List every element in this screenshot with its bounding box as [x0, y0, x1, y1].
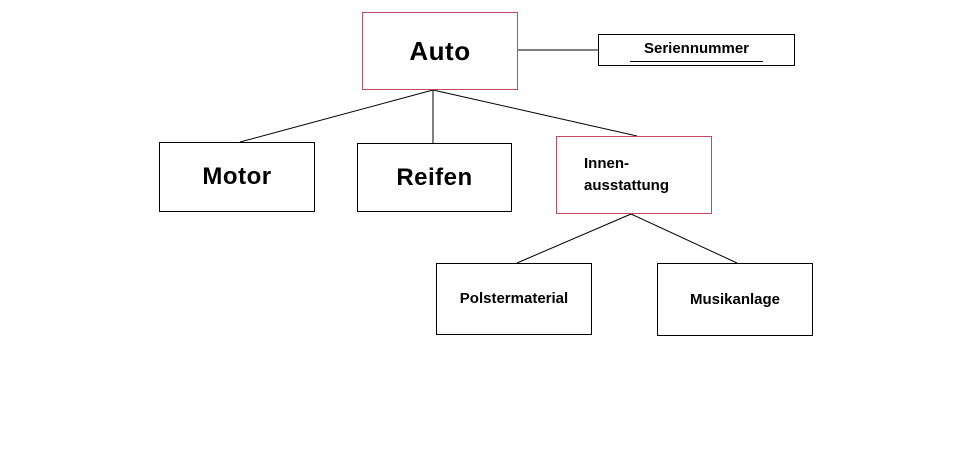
node-polstermaterial: Polstermaterial [436, 263, 592, 335]
node-reifen: Reifen [357, 143, 512, 212]
connector-innenausstattung-polstermaterial [516, 213, 632, 264]
node-seriennummer-label: Seriennummer [629, 38, 764, 62]
node-musikanlage-label: Musikanlage [689, 290, 781, 308]
connector-auto-innenausstattung [432, 89, 638, 137]
node-seriennummer: Seriennummer [598, 34, 795, 66]
node-motor-label: Motor [202, 163, 272, 190]
node-auto-label: Auto [409, 35, 471, 66]
node-auto: Auto [362, 12, 518, 90]
node-reifen-label: Reifen [396, 163, 473, 191]
connector-auto-motor [239, 89, 434, 143]
node-motor: Motor [159, 142, 315, 212]
node-innenausstattung: Innen- ausstattung [556, 136, 712, 214]
node-innenausstattung-label: Innen- ausstattung [584, 155, 670, 194]
node-musikanlage: Musikanlage [657, 263, 813, 336]
node-polstermaterial-label: Polstermaterial [459, 290, 569, 307]
connector-innenausstattung-musikanlage [630, 213, 738, 264]
